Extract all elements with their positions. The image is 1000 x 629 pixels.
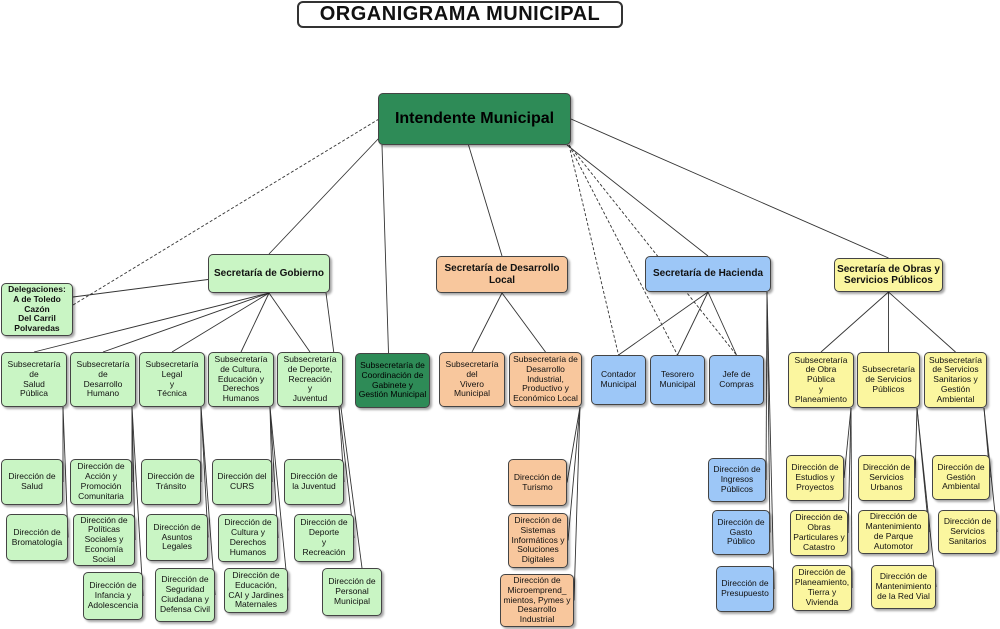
secretaria-gobierno-box[interactable]: Secretaría de Gobierno [208,254,330,293]
direccion-turismo-box[interactable]: Dirección de Turismo [508,459,567,506]
direccion-gestion-ambiental-box[interactable]: Dirección de Gestión Ambiental [932,455,990,500]
line-o-s0-o-d2 [850,407,853,589]
line-hacienda-h-d0 [765,291,768,481]
subsecretaria-vivero-box[interactable]: Subsecretaría del Vivero Municipal [439,352,505,407]
direccion-servicios-urbanos-box[interactable]: Dirección de Servicios Urbanos [858,455,915,501]
line-obras-o-s0 [820,291,889,353]
line-g-s2-g-d7 [200,406,216,596]
direccion-parque-automotor-box[interactable]: Dirección de Mantenimiento de Parque Aut… [858,510,929,554]
subsecretaria-obra-publica-box[interactable]: Subsecretaría de Obra Pública y Planeami… [788,352,854,408]
subsecretaria-desarrollo-industrial-box[interactable]: Subsecretaría de Desarrollo Industrial, … [509,352,582,407]
line-o-s1-o-d5 [916,407,937,588]
direccion-curs-box[interactable]: Dirección del CURS [212,459,272,505]
direccion-bromatologia-box[interactable]: Dirección de Bromatología [6,514,68,561]
contador-municipal-box[interactable]: Contador Municipal [591,355,646,405]
secretaria-hacienda-box[interactable]: Secretaría de Hacienda [645,256,771,292]
direccion-obras-particulares-box[interactable]: Dirección de Obras Particulares y Catast… [790,510,848,556]
intendente-municipal-box[interactable]: Intendente Municipal [378,93,571,145]
subsecretaria-deporte-box[interactable]: Subsecretaría de Deporte, Recreación y J… [277,352,343,407]
subsecretaria-coordinacion-box[interactable]: Subsecretaría de Coordinación de Gabinet… [355,353,430,408]
subsecretaria-cultura-box[interactable]: Subsecretaría de Cultura, Educación y De… [208,352,274,407]
line-root-obras [570,118,889,259]
direccion-presupuesto-box[interactable]: Dirección de Presupuesto [716,566,774,612]
line-gobierno-personal [325,292,363,569]
subsecretaria-servicios-publicos-box[interactable]: Subsecretaría de Servicios Públicos [857,352,920,408]
direccion-accion-comunitaria-box[interactable]: Dirección de Acción y Promoción Comunita… [70,459,132,505]
line-g-s1-g-d4 [131,406,144,597]
secretaria-obras-box[interactable]: Secretaría de Obras y Servicios Públicos [834,258,943,292]
line-root-coordinacion [381,144,389,354]
line-desarrollo-d-s0 [471,292,503,353]
direccion-gasto-box[interactable]: Dirección de Gasto Público [712,510,770,555]
line-d-s1-d-d2 [573,406,581,601]
line-root-gobierno [268,136,381,255]
direccion-estudios-box[interactable]: Dirección de Estudios y Proyectos [786,455,844,501]
secretaria-desarrollo-local-box[interactable]: Secretaría de Desarrollo Local [436,256,568,293]
subsecretaria-legal-tecnica-box[interactable]: Subsecretaría Legal y Técnica [139,352,205,407]
direccion-personal-box[interactable]: Dirección de Personal Municipal [322,568,382,616]
direccion-planeamiento-box[interactable]: Dirección de Planeamiento, Tierra y Vivi… [792,565,852,611]
line-gobierno-g-s3 [240,292,270,353]
line-hacienda-h-s2 [707,291,737,356]
line-desarrollo-d-s1 [501,292,546,353]
jefe-compras-box[interactable]: Jefe de Compras [709,355,764,405]
tesorero-municipal-box[interactable]: Tesorero Municipal [650,355,705,405]
line-root-hacienda [566,144,709,257]
line-o-s0-o-d0 [843,407,852,479]
direccion-servicios-sanitarios-box[interactable]: Dirección de Servicios Sanitarios [938,510,997,554]
line-d-s1-d-d1 [567,406,581,541]
direccion-infancia-box[interactable]: Dirección de Infancia y Adolescencia [83,572,143,620]
subsecretaria-salud-box[interactable]: Subsecretaría de Salud Pública [1,352,67,407]
line-gobierno-delegaciones [72,279,209,298]
line-g-s3-g-d10 [269,406,289,591]
direccion-educacion-box[interactable]: Dirección de Educación, CAI y Jardines M… [224,568,288,613]
line-d-s1-d-d0 [566,406,581,483]
subsecretaria-servicios-sanitarios-box[interactable]: Subsecretaría de Servicios Sanitarios y … [924,352,987,408]
direccion-ingresos-box[interactable]: Dirección de Ingresos Públicos [708,458,766,502]
direccion-microemprendimientos-box[interactable]: Dirección de Microemprend_ mientos, Pyme… [500,574,574,627]
direccion-salud-box[interactable]: Dirección de Salud [1,459,63,505]
direccion-sistemas-box[interactable]: Dirección de Sistemas Informáticos y Sol… [508,513,568,568]
subsecretaria-desarrollo-humano-box[interactable]: Subsecretaría de Desarrollo Humano [70,352,136,407]
delegaciones-box[interactable]: Delegaciones: A de Toledo Cazón Del Carr… [1,283,73,336]
line-hacienda-h-s0 [618,291,709,356]
direccion-transito-box[interactable]: Dirección de Tránsito [141,459,201,505]
direccion-cultura-dd-hh-box[interactable]: Dirección de Cultura y Derechos Humanos [218,514,278,562]
line-gobierno-g-s2 [171,292,270,353]
direccion-juventud-box[interactable]: Dirección de la Juventud [284,459,344,505]
line-hacienda-h-s1 [677,291,709,356]
direccion-politicas-sociales-box[interactable]: Dirección de Políticas Sociales y Econom… [73,514,135,566]
direccion-deporte-box[interactable]: Dirección de Deporte y Recreación [294,514,354,562]
page-title: ORGANIGRAMA MUNICIPAL [297,1,623,28]
direccion-red-vial-box[interactable]: Dirección de Mantenimiento de la Red Via… [871,565,936,609]
line-o-s0-o-d1 [847,407,852,534]
line-obras-o-s2 [888,291,956,353]
line-root-desarrollo [468,144,503,257]
line-gobierno-g-s1 [102,292,270,353]
direccion-asuntos-legales-box[interactable]: Dirección de Asuntos Legales [146,514,208,561]
direccion-seguridad-box[interactable]: Dirección de Seguridad Ciudadana y Defen… [155,568,215,622]
line-gobierno-g-s0 [33,292,270,353]
line-o-s1-o-d3 [914,407,918,479]
line-root-h-s1 [568,144,678,356]
line-root-h-s0 [568,144,619,356]
line-hacienda-h-d2 [766,291,775,590]
line-gobierno-g-s4 [268,292,311,353]
